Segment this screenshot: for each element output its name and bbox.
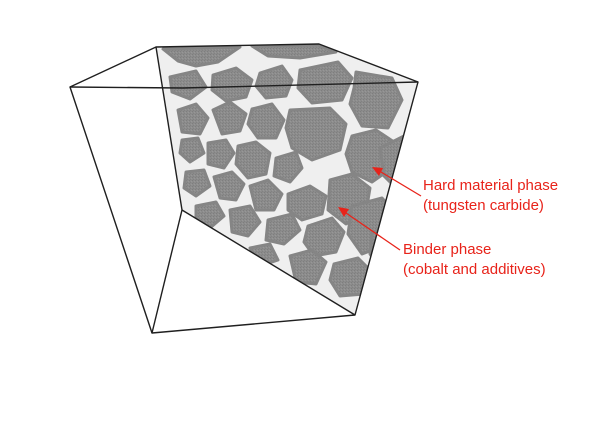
carbide-grain bbox=[288, 248, 328, 286]
carbide-grain bbox=[161, 45, 242, 68]
hard-material-phase-label: Hard material phase (tungsten carbide) bbox=[423, 176, 558, 216]
carbide-grain bbox=[178, 136, 206, 164]
carbide-grain bbox=[284, 106, 348, 162]
carbide-grain bbox=[210, 66, 254, 103]
binder-leader-line bbox=[345, 212, 401, 251]
hard-material-leader-line bbox=[380, 171, 422, 197]
binder-subtitle: (cobalt and additives) bbox=[403, 261, 546, 278]
binder-arrowhead bbox=[338, 207, 349, 217]
carbide-grain bbox=[182, 168, 212, 198]
carbide-grain bbox=[234, 140, 272, 180]
carbide-grain bbox=[228, 204, 262, 238]
carbide-grain bbox=[348, 70, 404, 130]
carbide-grain bbox=[168, 69, 208, 101]
carbide-grain bbox=[286, 184, 328, 222]
hard-material-subtitle: (tungsten carbide) bbox=[423, 197, 544, 214]
hard-material-arrowhead bbox=[372, 167, 383, 176]
callout-arrows bbox=[338, 167, 422, 251]
carbide-grain bbox=[302, 216, 346, 258]
carbide-grain bbox=[248, 178, 284, 212]
carbide-grain bbox=[246, 102, 286, 140]
hard-material-title: Hard material phase bbox=[423, 177, 559, 194]
carbide-grain bbox=[250, 44, 338, 60]
microstructure-face bbox=[156, 44, 418, 315]
carbide-grain bbox=[211, 100, 248, 136]
binder-title: Binder phase bbox=[403, 241, 492, 258]
binder-phase-label: Binder phase (cobalt and additives) bbox=[403, 240, 546, 280]
carbide-grain bbox=[176, 102, 210, 136]
carbide-grain bbox=[206, 138, 236, 170]
cube-outline bbox=[69, 43, 419, 334]
hard-phase-grains bbox=[161, 44, 414, 298]
carbide-grain bbox=[296, 60, 354, 105]
carbide-grain bbox=[264, 212, 302, 246]
carbide-grain bbox=[272, 150, 304, 184]
carbide-grain bbox=[212, 170, 246, 202]
